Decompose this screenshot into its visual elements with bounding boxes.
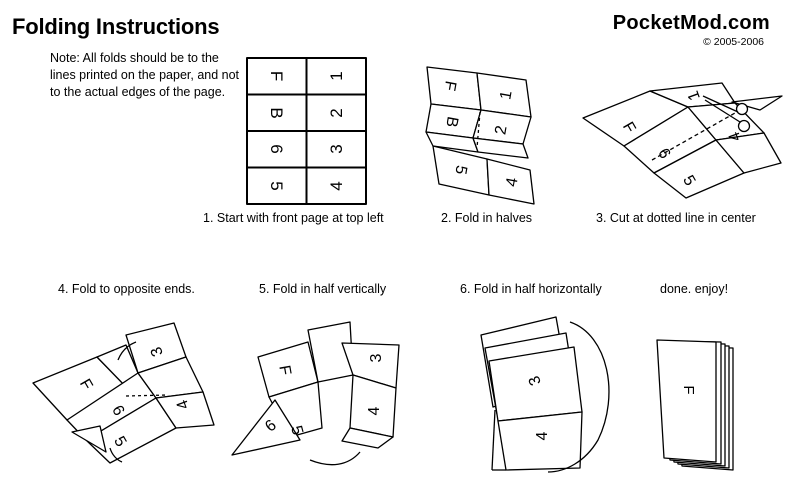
page-title: Folding Instructions [12, 14, 220, 39]
step5-page-3: 3 [368, 353, 385, 362]
step-3-cut-center: F 1 4 6 5 [582, 82, 783, 199]
step5-page-4: 4 [366, 406, 383, 415]
brand-logo-text[interactable]: PocketMod.com [612, 12, 770, 34]
step1-page-2: 2 [327, 108, 346, 117]
step6-page-4: 4 [534, 431, 551, 440]
done-booklet: F [656, 339, 734, 471]
step2-page-2: 2 [492, 124, 510, 136]
step2-page-4: 4 [503, 176, 521, 188]
step1-page-6: 6 [267, 144, 286, 153]
step5-page-5: 5 [287, 424, 306, 437]
copyright-text: © 2005-2006 [703, 36, 764, 48]
step-5-fold-vertical: F 3 4 5 6 [231, 321, 400, 466]
step-3-caption: 3. Cut at dotted line in center [596, 211, 756, 225]
step1-page-f: F [267, 71, 286, 81]
step-4-caption: 4. Fold to opposite ends. [58, 282, 195, 296]
step2-page-b: B [442, 115, 461, 128]
step2-page-1: 1 [497, 89, 515, 101]
step1-page-3: 3 [327, 144, 346, 153]
step-4-fold-opposite: F 3 6 4 5 [32, 322, 215, 464]
step-1-caption: 1. Start with front page at top left [203, 211, 384, 225]
step-1-flat-sheet: F 1 B 2 6 3 5 4 [246, 57, 367, 205]
step-5-caption: 5. Fold in half vertically [259, 282, 387, 296]
step-6-fold-horizontal: 3 4 [480, 316, 610, 473]
step1-page-5: 5 [267, 181, 286, 190]
step2-page-f: F [440, 79, 458, 92]
step2-page-5: 5 [451, 164, 469, 176]
done-page-f: F [680, 385, 697, 394]
step1-page-b: B [267, 107, 286, 118]
step-2-folded-halves: F 1 B 2 5 4 [425, 66, 535, 205]
step-done-caption: done. enjoy! [660, 282, 729, 296]
step1-page-1: 1 [327, 71, 346, 80]
folding-note: Note: All folds should be to the lines p… [50, 51, 240, 99]
step1-page-4: 4 [327, 181, 346, 190]
step-2-caption: 2. Fold in halves [441, 211, 533, 225]
step-6-caption: 6. Fold in half horizontally [460, 282, 602, 296]
step5-page-f: F [275, 364, 293, 377]
